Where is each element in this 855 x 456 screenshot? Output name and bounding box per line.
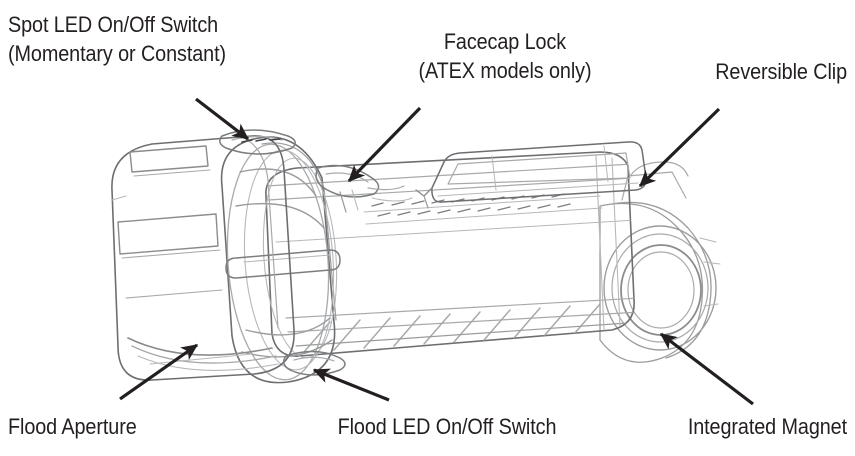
head-outline [111,135,295,381]
integrated-magnet-inner [627,251,695,329]
callout-flood-aperture-line1: Flood Aperture [8,414,137,439]
arrow-spot-switch [195,97,250,141]
spot-led-switch [219,129,296,155]
head-group [111,129,413,384]
arrow-integrated-magnet [659,332,754,406]
body-group [265,151,635,357]
callout-integrated-magnet: Integrated Magnet [487,412,847,441]
tail-cap-group [599,161,721,363]
callout-flood-led-switch-line1: Flood LED On/Off Switch [337,414,557,439]
callout-facecap-lock-line1: Facecap Lock [443,29,567,54]
callout-spot-led-switch-line2: (Momentary or Constant) [8,41,227,66]
callout-reversible-clip-line1: Reversible Clip [715,59,847,84]
arrow-flood-switch [312,368,390,402]
grip-ribs [303,303,601,353]
callout-integrated-magnet-line1: Integrated Magnet [687,414,847,439]
callout-spot-led-switch: Spot LED On/Off Switch (Momentary or Con… [8,10,226,68]
callout-reversible-clip: Reversible Clip [487,57,847,86]
facecap-ring [220,136,341,384]
reversible-clip [415,141,647,209]
callout-flood-aperture: Flood Aperture [8,412,137,441]
arrow-flood-aperture [119,343,199,401]
arrow-reversible-clip [638,107,721,188]
facecap-lug [225,249,341,279]
product-illustration [111,129,721,384]
arrow-facecap-lock [347,106,422,183]
callout-facecap-lock-line2: (ATEX models only) [418,58,592,83]
facecap-lock [315,164,413,213]
callout-spot-led-switch-line1: Spot LED On/Off Switch [8,12,219,37]
callout-arrows [119,97,754,406]
body-outline [265,151,635,357]
bezel-group [111,135,295,381]
tail-outer-ring [603,225,717,351]
flood-led-switch [283,350,346,376]
flood-aperture [127,337,279,371]
callout-facecap-lock: Facecap Lock (ATEX models only) [370,27,640,85]
callout-flood-led-switch: Flood LED On/Off Switch [294,412,600,441]
